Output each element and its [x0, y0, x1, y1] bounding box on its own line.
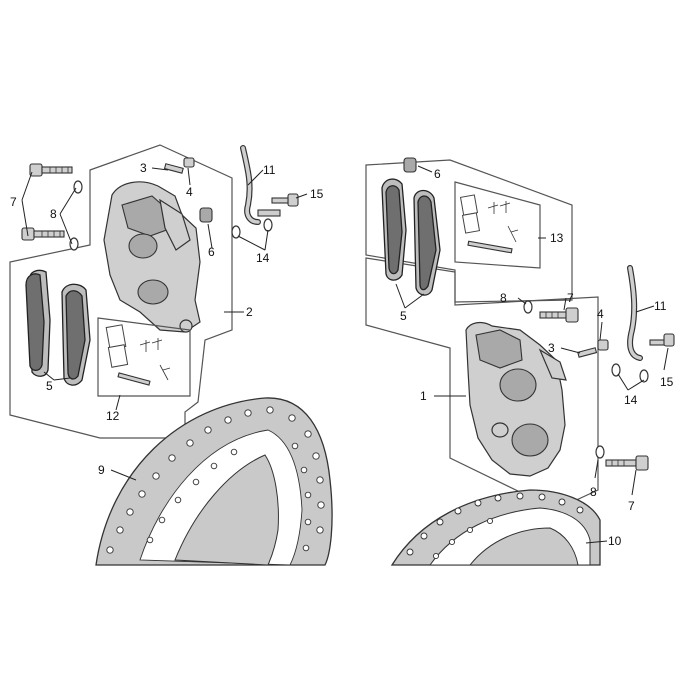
callout-5-left: 5 — [46, 379, 53, 393]
callout-7-right-upper: 7 — [567, 291, 574, 305]
hardware-kit-right — [454, 181, 541, 269]
callout-13: 13 — [550, 231, 564, 245]
bolts-right — [523, 300, 649, 471]
callout-3-left: 3 — [140, 161, 147, 175]
callout-15-left: 15 — [310, 187, 324, 201]
leaders-right — [395, 165, 669, 544]
callout-6-right: 6 — [434, 167, 441, 181]
callout-11-left: 11 — [263, 163, 276, 177]
callout-12: 12 — [106, 409, 120, 423]
brake-pads-right — [381, 178, 441, 296]
brake-hose-right — [611, 265, 675, 383]
callout-5-right: 5 — [400, 309, 407, 323]
callout-7-left: 7 — [10, 195, 17, 209]
callout-3-right: 3 — [548, 341, 555, 355]
callout-6-left: 6 — [208, 245, 215, 259]
brake-hose-left — [231, 145, 299, 239]
front-disc-right — [390, 489, 601, 566]
callout-2: 2 — [246, 305, 253, 319]
callout-labels: 7 8 3 4 6 2 11 15 14 5 12 9 6 13 8 7 5 4… — [10, 161, 674, 548]
hardware-kit-left — [97, 317, 191, 397]
bleed-parts-left — [163, 157, 213, 223]
left-group-outline — [9, 144, 233, 439]
bleed-parts-right — [577, 339, 609, 358]
plug-right — [403, 157, 417, 173]
brake-pads-left — [25, 269, 91, 386]
callout-9: 9 — [98, 463, 105, 477]
callout-14-right: 14 — [624, 393, 638, 407]
disc-right-holes — [406, 492, 584, 560]
right-group-outline — [365, 159, 573, 303]
callout-4-left: 4 — [186, 185, 193, 199]
callout-7-right-lower: 7 — [628, 499, 635, 513]
disc-left-holes — [106, 406, 325, 554]
callout-4-right: 4 — [597, 307, 604, 321]
callout-8-right-upper: 8 — [500, 291, 507, 305]
callout-15-right: 15 — [660, 375, 674, 389]
callout-14-left: 14 — [256, 251, 270, 265]
callout-8-left: 8 — [50, 207, 57, 221]
leaders-left — [21, 167, 308, 481]
front-disc-left — [95, 397, 333, 566]
caliper-left — [103, 181, 201, 333]
caliper-right — [465, 321, 567, 477]
callout-1: 1 — [420, 389, 427, 403]
callout-10: 10 — [608, 534, 622, 548]
callout-11-right: 11 — [654, 299, 667, 313]
bolts-left — [21, 163, 83, 251]
callout-8-right-lower: 8 — [590, 485, 597, 499]
